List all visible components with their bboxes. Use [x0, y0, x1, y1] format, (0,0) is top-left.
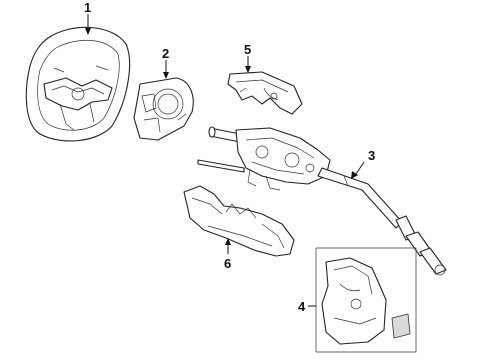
steering-column-part [197, 126, 447, 276]
callout-3: 3 [368, 148, 375, 163]
callout-6: 6 [224, 256, 231, 271]
callout-1: 1 [84, 0, 91, 15]
callout-5: 5 [244, 42, 251, 57]
callout-leader-3 [355, 161, 365, 175]
airbag-cover-part [133, 77, 194, 141]
callout-2: 2 [162, 46, 169, 61]
callout-4: 4 [298, 299, 306, 314]
knee-bolster-box [315, 247, 417, 353]
lower-column-cover-part [183, 185, 295, 257]
upper-column-cover-part [227, 71, 303, 115]
steering-wheel-part [25, 26, 131, 142]
knee-bolster-part [321, 257, 411, 345]
